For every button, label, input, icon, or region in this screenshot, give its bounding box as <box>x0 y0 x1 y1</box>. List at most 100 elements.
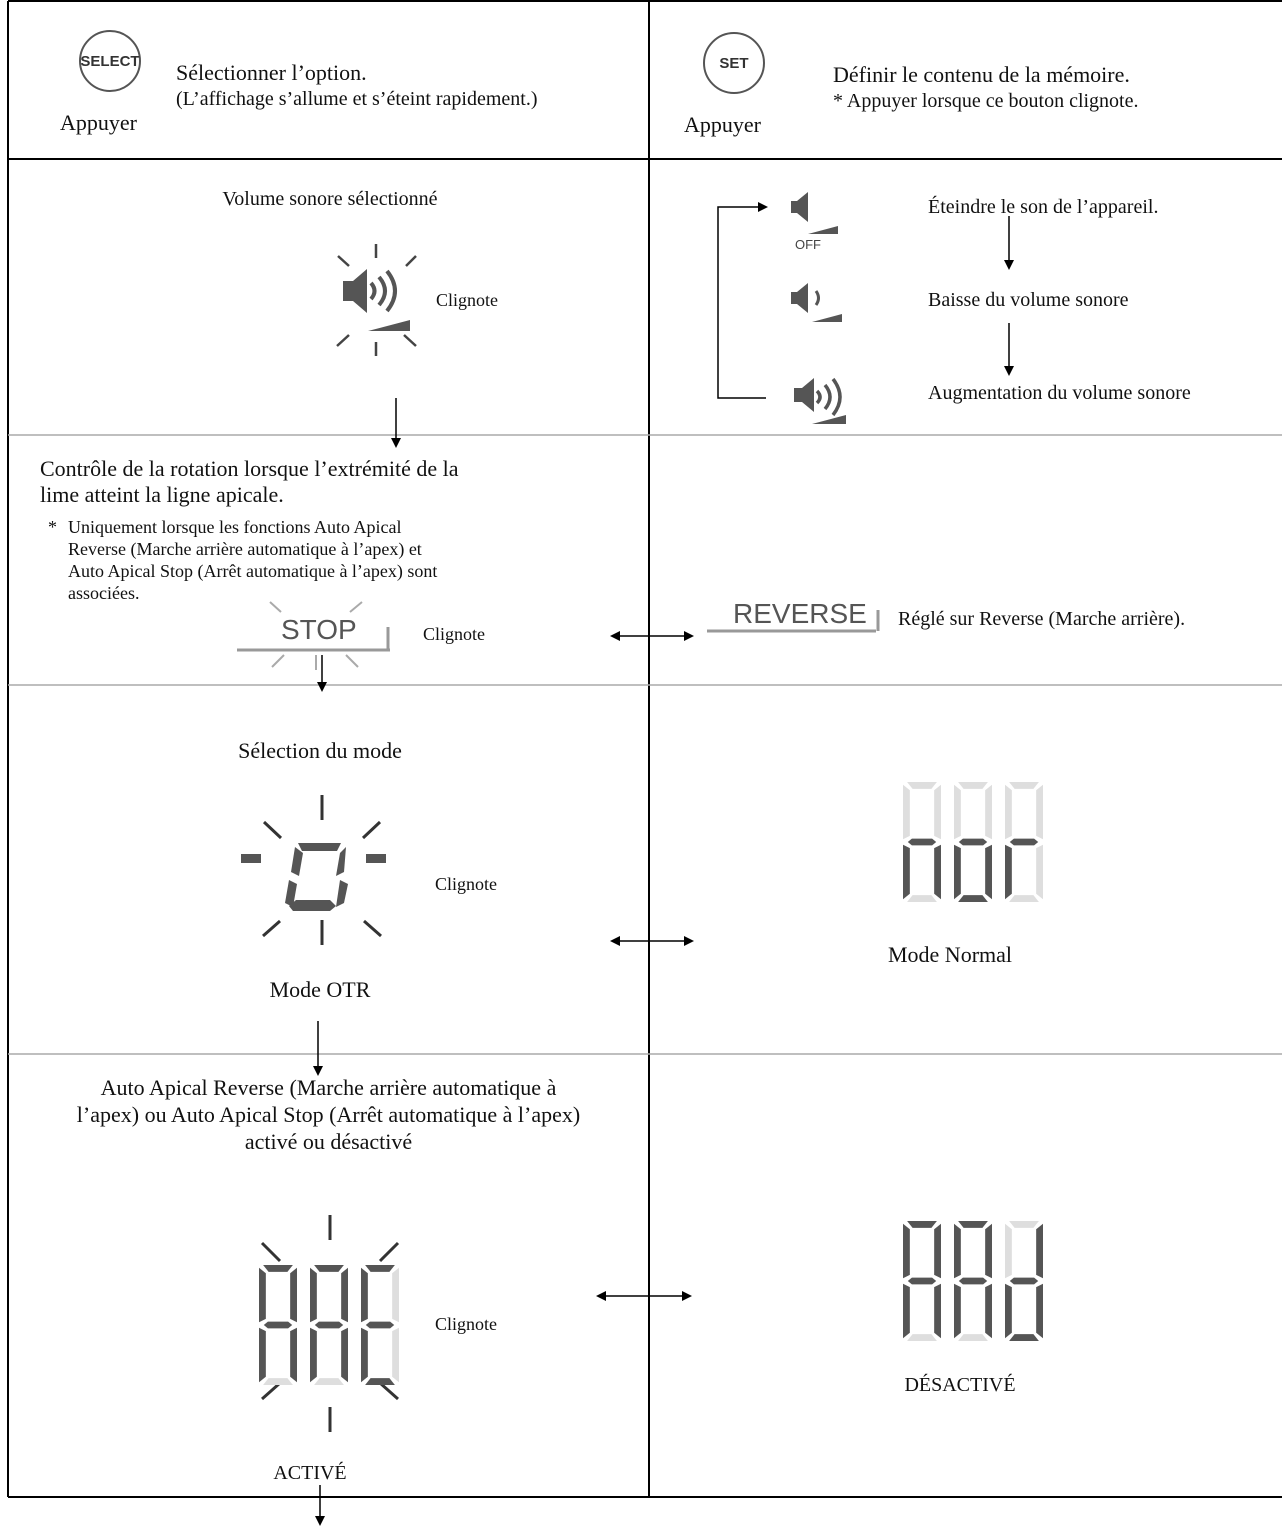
auto-off-digit-1-segment-d <box>907 1334 937 1341</box>
auto-off-digit-3-segment-d <box>1009 1334 1039 1341</box>
stop-label: STOP <box>281 614 357 645</box>
auto-on-digit-3-segment-a <box>365 1265 395 1272</box>
auto-off-digit-1 <box>903 1221 941 1341</box>
set-subtitle: * Appuyer lorsque ce bouton clignote. <box>833 90 1139 112</box>
rotation-note-line1: Uniquement lorsque les fonctions Auto Ap… <box>68 517 402 537</box>
auto-off-digit-2-segment-g <box>958 1277 988 1285</box>
auto-on-digit-2-segment-g <box>314 1321 344 1329</box>
mode-title: Sélection du mode <box>238 738 402 763</box>
auto-on-digit-2-segment-a <box>314 1265 344 1272</box>
auto-off-digit-3-segment-b <box>1036 1223 1043 1279</box>
auto-on-digit-2 <box>310 1265 348 1385</box>
select-subtitle: (L’affichage s’allume et s’éteint rapide… <box>176 88 538 110</box>
auto-on-digit-1-segment-b <box>290 1267 297 1323</box>
normal-digit-1 <box>903 782 941 902</box>
rotation-note-line3: Auto Apical Stop (Arrêt automatique à l’… <box>68 561 438 581</box>
auto-off-digit-2-segment-f <box>954 1223 961 1279</box>
normal-digit-3-segment-b <box>1036 784 1043 840</box>
rotation-note-line4: associées. <box>68 583 140 603</box>
normal-digit-3-segment-a <box>1009 782 1039 789</box>
select-press-label: Appuyer <box>60 110 137 135</box>
auto-title-line1: Auto Apical Reverse (Marche arrière auto… <box>100 1075 557 1100</box>
auto-title-line2: l’apex) ou Auto Apical Stop (Arrêt autom… <box>76 1102 581 1127</box>
mode-otr-label: Mode OTR <box>269 977 371 1002</box>
auto-off-digit-2 <box>954 1221 992 1341</box>
auto-off-digit-1-segment-g <box>907 1277 937 1285</box>
auto-on-digit-1-segment-d <box>263 1378 293 1385</box>
normal-digit-3-segment-g <box>1009 838 1039 846</box>
volume-title: Volume sonore sélectionné <box>222 188 438 210</box>
mode-blink-label: Clignote <box>435 874 497 894</box>
volume-option-off: Éteindre le son de l’appareil. <box>928 196 1159 218</box>
auto-on-digit-1-segment-e <box>259 1327 266 1383</box>
volume-option-low: Baisse du volume sonore <box>928 289 1129 311</box>
auto-off-digit-3-segment-c <box>1036 1283 1043 1339</box>
auto-on-digit-2-segment-f <box>310 1267 317 1323</box>
normal-digit-1-segment-e <box>903 844 910 900</box>
auto-off-digit-1-segment-c <box>934 1283 941 1339</box>
auto-on-digit-3-segment-d <box>365 1378 395 1385</box>
select-button[interactable]: SELECT <box>79 30 141 92</box>
auto-title-line3: activé ou désactivé <box>244 1129 413 1154</box>
auto-blink-label: Clignote <box>435 1314 497 1334</box>
auto-on-digit-2-segment-c <box>341 1327 348 1383</box>
auto-off-digit-2-segment-e <box>954 1283 961 1339</box>
normal-digit-3 <box>1005 782 1043 902</box>
set-button-label: SET <box>719 54 749 72</box>
auto-off-digit-3-segment-e <box>1005 1283 1012 1339</box>
auto-on-digit-2-segment-b <box>341 1267 348 1323</box>
normal-digit-1-segment-b <box>934 784 941 840</box>
auto-on-digit-3-segment-b <box>392 1267 399 1323</box>
select-button-label: SELECT <box>80 52 140 70</box>
normal-digit-1-segment-f <box>903 784 910 840</box>
set-press-label: Appuyer <box>684 112 761 137</box>
auto-off-digit-1-segment-e <box>903 1283 910 1339</box>
auto-off-digit-2-segment-c <box>985 1283 992 1339</box>
auto-on-digit-3-segment-f <box>361 1267 368 1323</box>
auto-on-digit-3-segment-c <box>392 1327 399 1383</box>
auto-off-label: DÉSACTIVÉ <box>904 1374 1016 1396</box>
set-button[interactable]: SET <box>703 32 765 94</box>
normal-digit-3-segment-d <box>1009 895 1039 902</box>
normal-digit-3-segment-e <box>1005 844 1012 900</box>
normal-digit-1-segment-g <box>907 838 937 846</box>
rotation-blink-label: Clignote <box>423 624 485 644</box>
auto-on-digit-2-segment-e <box>310 1327 317 1383</box>
normal-digit-2-segment-e <box>954 844 961 900</box>
rotation-note-mark: * <box>48 517 57 537</box>
rotation-note-line2: Reverse (Marche arrière automatique à l’… <box>68 539 422 559</box>
normal-digit-3-segment-f <box>1005 784 1012 840</box>
rotation-title-line1: Contrôle de la rotation lorsque l’extrém… <box>40 456 459 481</box>
normal-digit-2-segment-b <box>985 784 992 840</box>
normal-digit-2-segment-f <box>954 784 961 840</box>
normal-digit-2 <box>954 782 992 902</box>
volume-blink-label: Clignote <box>436 290 498 310</box>
auto-on-digit-1 <box>259 1265 297 1385</box>
auto-off-digit-3-segment-f <box>1005 1223 1012 1279</box>
auto-off-digit-2-segment-d <box>958 1334 988 1341</box>
auto-off-digit-2-segment-a <box>958 1221 988 1228</box>
auto-off-digit-3-segment-a <box>1009 1221 1039 1228</box>
auto-on-digit-3-segment-e <box>361 1327 368 1383</box>
volume-option-high: Augmentation du volume sonore <box>928 382 1191 404</box>
mode-normal-label: Mode Normal <box>887 942 1013 967</box>
auto-on-digit-1-segment-c <box>290 1327 297 1383</box>
auto-off-digit-3 <box>1005 1221 1043 1341</box>
auto-off-digit-1-segment-b <box>934 1223 941 1279</box>
normal-digit-2-segment-a <box>958 782 988 789</box>
auto-on-digit-3-segment-g <box>365 1321 395 1329</box>
select-title: Sélectionner l’option. <box>176 60 367 85</box>
normal-digit-3-segment-c <box>1036 844 1043 900</box>
auto-on-digit-1-segment-f <box>259 1267 266 1323</box>
normal-digit-1-segment-c <box>934 844 941 900</box>
auto-on-label: ACTIVÉ <box>273 1462 347 1484</box>
